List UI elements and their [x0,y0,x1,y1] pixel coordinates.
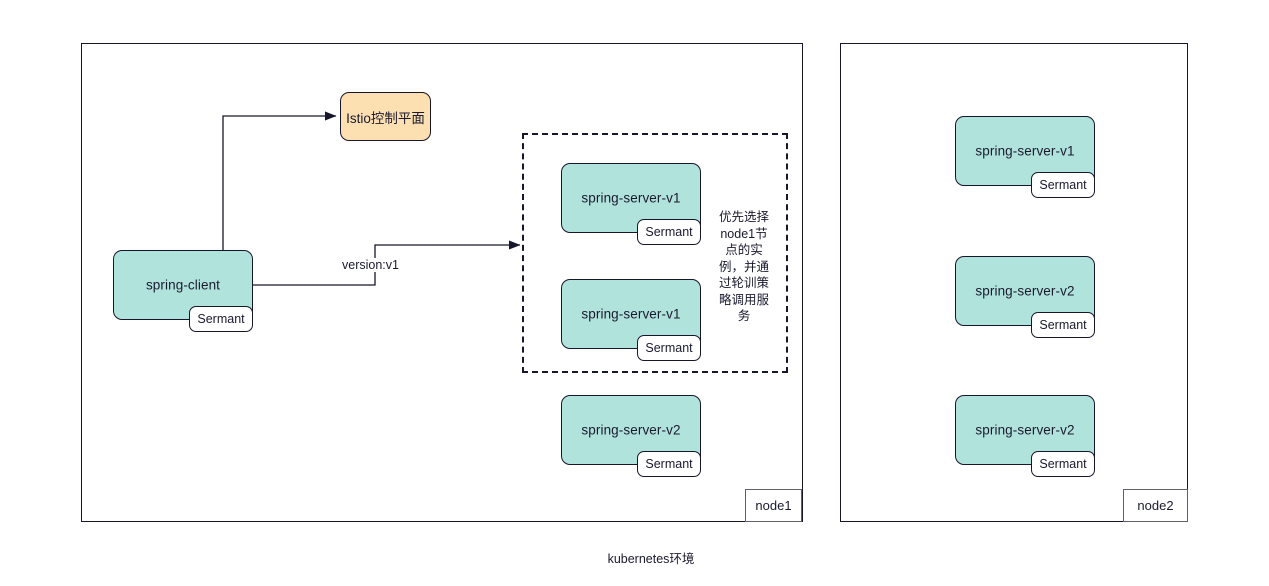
sermant-label: Sermant [197,312,245,326]
selection-group-dashed-box [522,133,788,373]
diagram-caption: kubernetes环境 [607,552,695,566]
node1-service-label-1: spring-server-v1 [581,190,681,206]
node1-service-label-3: spring-server-v2 [581,422,681,438]
node1-label: node1 [755,498,792,513]
node2-service-label-3: spring-server-v2 [975,422,1075,438]
node1-service-sermant-badge-2[interactable]: Sermant [637,335,701,361]
node2-service-label-2: spring-server-v2 [975,283,1075,299]
annotation-line-6: 略调用服 [718,292,769,307]
istio-control-plane-label: Istio控制平面 [346,110,425,126]
annotation-line-4: 例，并通 [718,259,769,274]
node2-label: node2 [1137,498,1174,513]
sermant-label: Sermant [1039,318,1087,332]
node1-service-box-1[interactable]: spring-server-v1 Sermant [561,163,701,245]
edge-label-version-v1: version:v1 [340,258,401,272]
node2-service-sermant-badge-1[interactable]: Sermant [1031,172,1095,198]
sermant-label: Sermant [645,457,693,471]
annotation-line-7: 务 [737,309,751,323]
istio-control-plane-box[interactable]: Istio控制平面 [340,92,431,141]
sermant-label: Sermant [645,341,693,355]
node2-service-sermant-badge-3[interactable]: Sermant [1031,451,1095,477]
sermant-label: Sermant [645,225,693,239]
node2-service-box-2[interactable]: spring-server-v2 Sermant [955,256,1095,338]
spring-client-box[interactable]: spring-client Sermant [113,250,253,332]
node2-service-box-3[interactable]: spring-server-v2 Sermant [955,395,1095,477]
annotation-line-2: node1节 [720,226,768,241]
node2-label-box: node2 [1123,489,1188,522]
node1-service-sermant-badge-1[interactable]: Sermant [637,219,701,245]
sermant-label: Sermant [1039,457,1087,471]
node1-service-box-2[interactable]: spring-server-v1 Sermant [561,279,701,361]
annotation-line-5: 过轮训策 [718,276,769,290]
sermant-label: Sermant [1039,178,1087,192]
spring-client-label: spring-client [145,277,221,293]
node2-service-box-1[interactable]: spring-server-v1 Sermant [955,116,1095,198]
annotation-line-1: 优先选择 [718,210,769,224]
node1-label-box: node1 [745,489,802,522]
node1-service-sermant-badge-3[interactable]: Sermant [637,451,701,477]
selection-policy-annotation: 优先选择 node1节 点的实 例，并通 过轮训策 略调用服 务 [712,209,776,325]
node2-service-sermant-badge-2[interactable]: Sermant [1031,312,1095,338]
node1-service-label-2: spring-server-v1 [581,306,681,322]
node1-service-box-3[interactable]: spring-server-v2 Sermant [561,395,701,477]
spring-client-sermant-badge[interactable]: Sermant [189,306,253,332]
node2-service-label-1: spring-server-v1 [975,143,1075,159]
annotation-line-3: 点的实 [725,243,763,257]
